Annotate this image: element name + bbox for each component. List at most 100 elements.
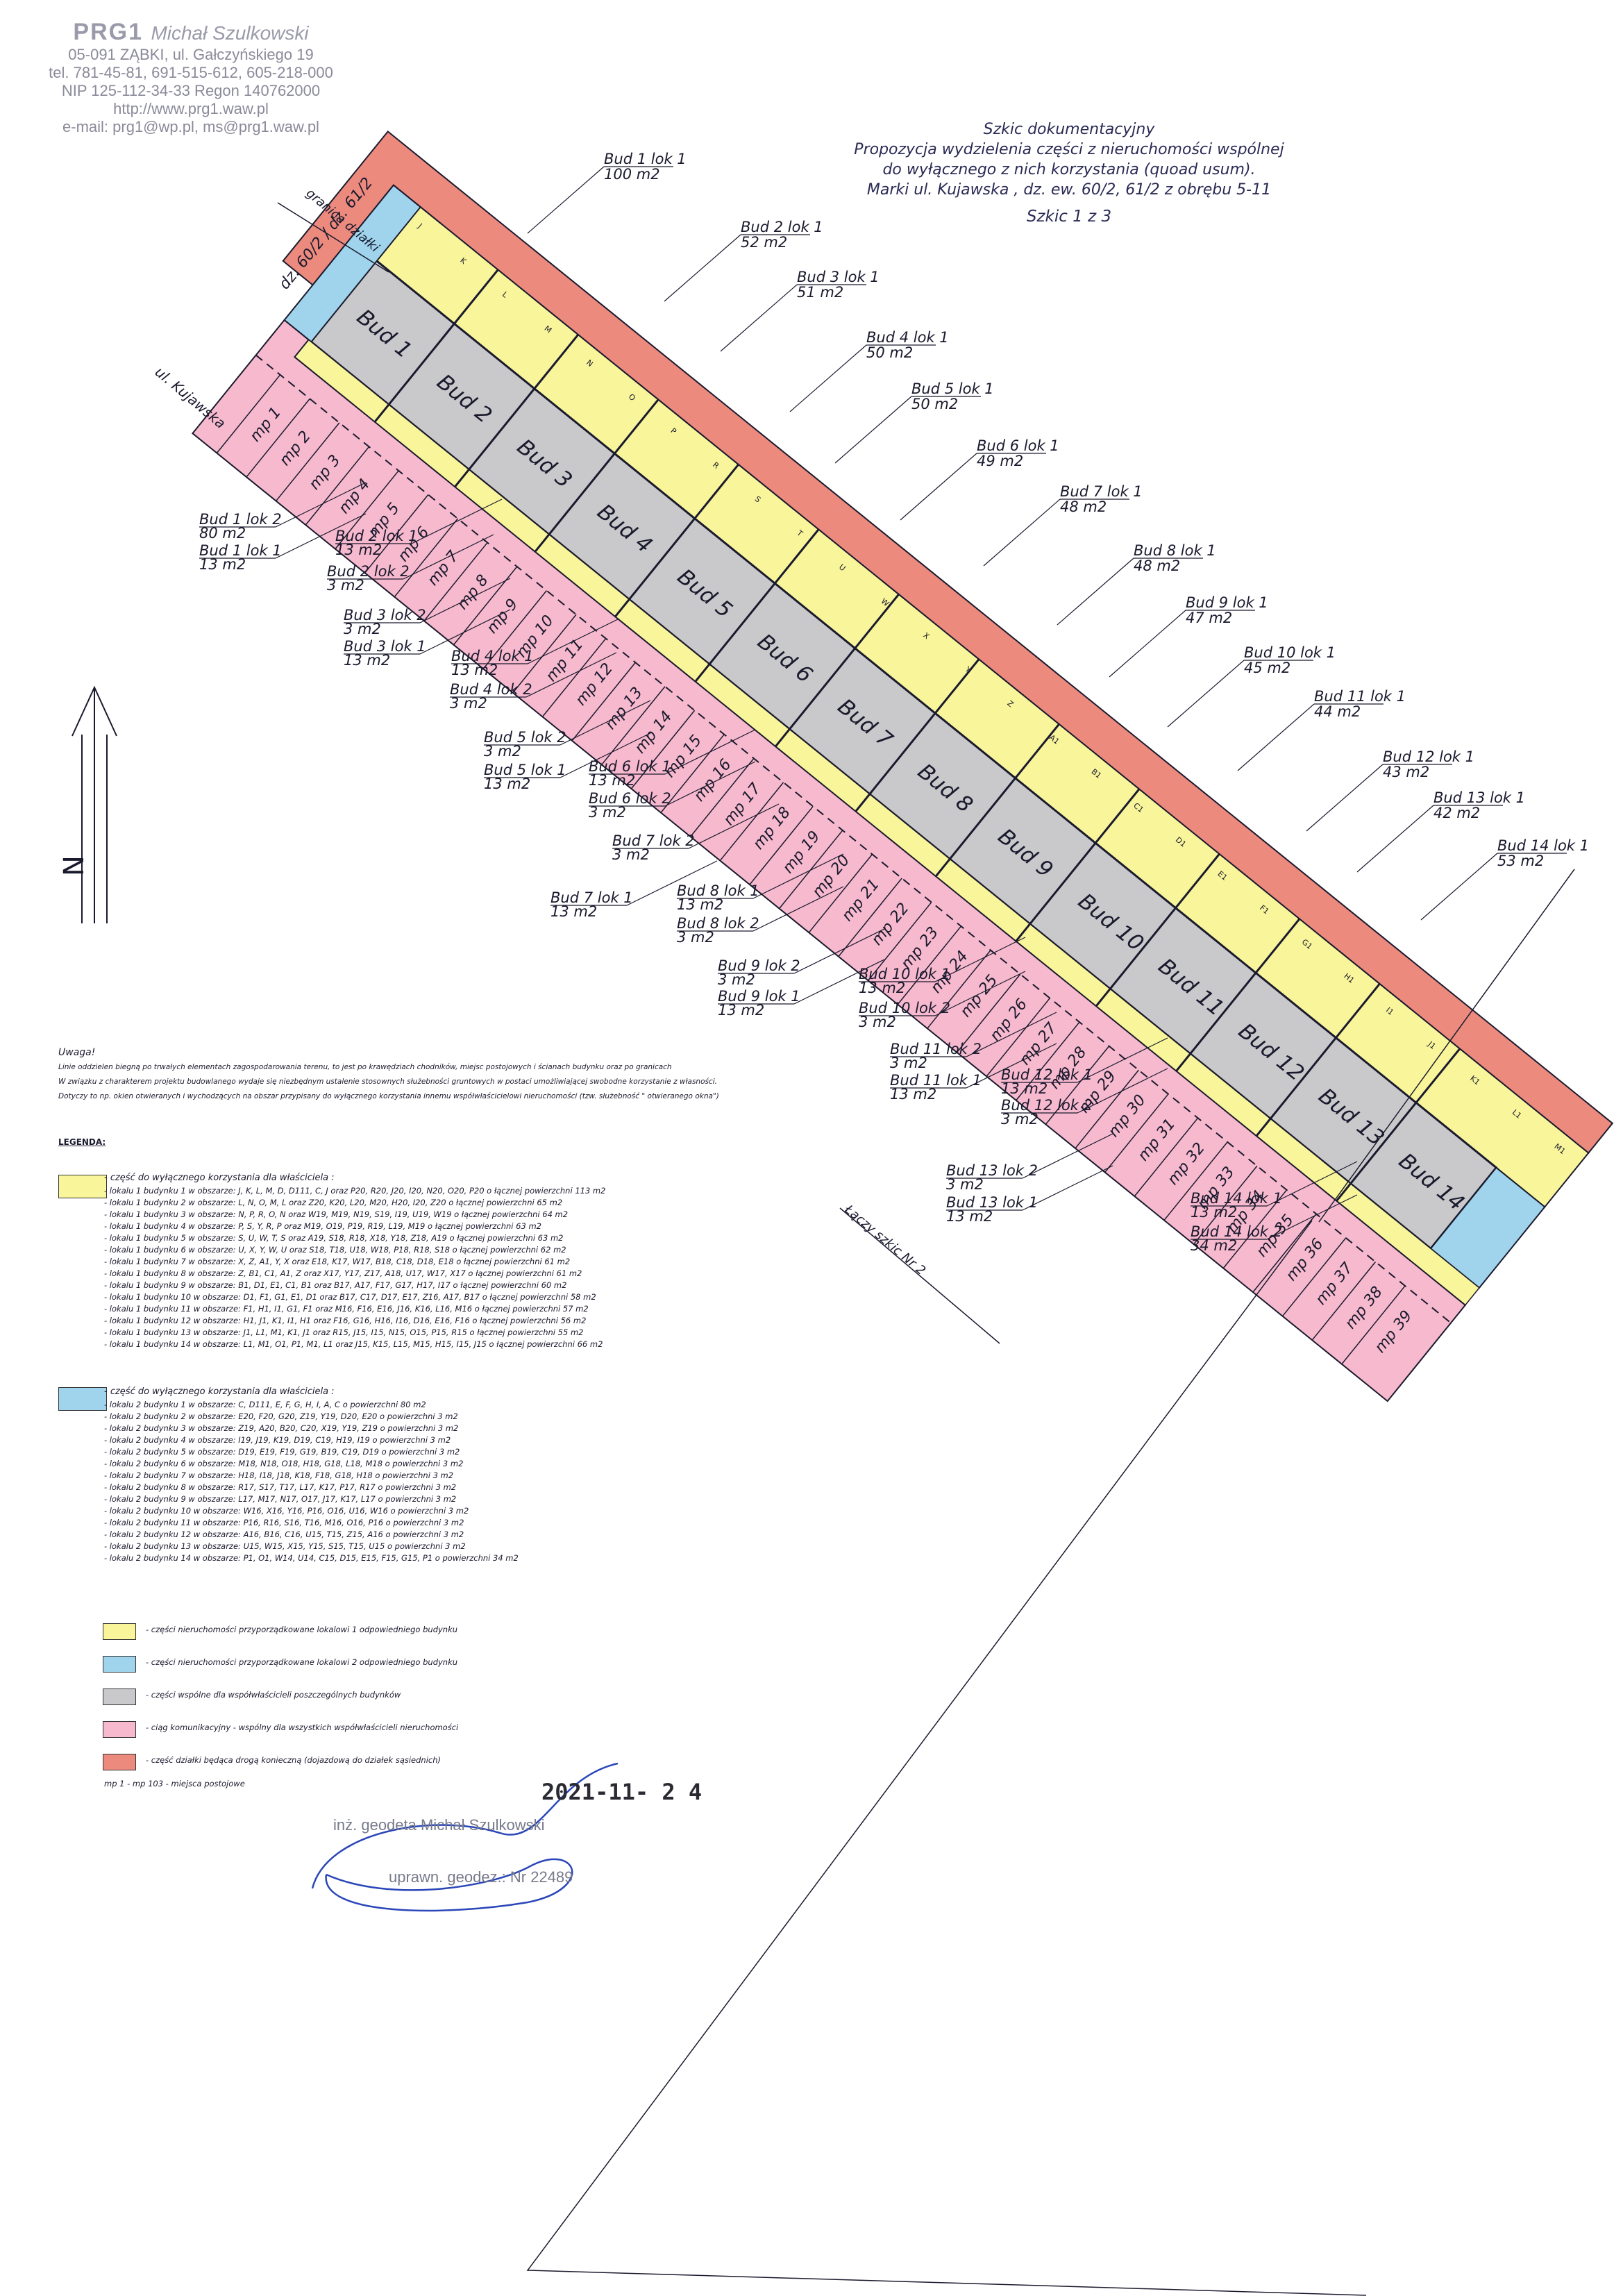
lok-label: Bud 14 lok 1 [1191,1190,1282,1207]
legend-blue-item: - lokalu 2 budynku 3 w obszarze: Z19, A2… [104,1423,459,1433]
continuation-label: Łączy szkic Nr 2 [841,1202,928,1278]
building-divider [855,658,980,812]
parking-divider [1281,1237,1347,1317]
building-divider [1095,853,1220,1007]
legend-blue-item: - lokalu 2 budynku 6 w obszarze: M18, N1… [104,1459,464,1468]
lok-area: 13 m2 [718,1002,764,1019]
building-divider [694,528,820,682]
legend-swatch-access [103,1754,136,1770]
title-line-4: Marki ul. Kujawska , dz. ew. 60/2, 61/2 … [866,181,1272,199]
lok-label: Bud 7 lok 1 [550,889,633,906]
legend-swatch-common [103,1689,136,1705]
point-letter: L1 [1511,1108,1523,1121]
title-line-2: Propozycja wydzielenia części z nierucho… [854,141,1284,158]
parking-divider [571,662,636,741]
building-divider [1336,1048,1461,1202]
lok1-label: Bud 11 lok 1 [1314,688,1406,705]
parking-divider [1045,1046,1110,1125]
parking-divider [541,638,607,717]
legend-blue-item: - lokalu 2 budynku 2 w obszarze: E20, F2… [104,1411,458,1421]
legend-blue-swatch [58,1387,107,1411]
north-label: N [58,855,90,876]
legend-yellow-item: - lokalu 1 budynku 9 w obszarze: B1, D1,… [104,1280,567,1290]
lok-area: 3 m2 [612,846,650,863]
parking-divider [1016,1021,1080,1101]
lok1-area: 49 m2 [977,453,1023,469]
parking-divider [1134,1117,1199,1197]
lok-area: 13 m2 [1001,1080,1048,1097]
parking-divider [1104,1093,1169,1173]
note-heading: Uwaga! [58,1047,96,1058]
lok-area: 13 m2 [589,772,635,789]
legend-blue-item: - lokalu 2 budynku 1 w obszarze: C, D111… [104,1400,426,1409]
lok-label: Bud 8 lok 1 [677,882,759,899]
surveyor-name: inż. geodeta Michał Szulkowski [333,1816,545,1834]
legend-yellow-item: - lokalu 1 budynku 8 w obszarze: Z, B1, … [104,1268,582,1278]
legend-blue-head: - część do wyłącznego korzystania dla wł… [104,1386,335,1397]
building-divider [534,399,659,553]
parking-divider [1163,1141,1228,1221]
point-letter: J [416,221,423,231]
building-divider [1255,983,1381,1137]
lok1-area: 53 m2 [1497,853,1544,869]
lok-label: Bud 11 lok 2 [890,1041,982,1057]
lok-area: 3 m2 [450,695,487,712]
lok-label: Bud 3 lok 1 [344,638,426,655]
lok-area: 3 m2 [718,971,755,988]
legend-blue-item: - lokalu 2 budynku 14 w obszarze: P1, O1… [104,1553,519,1563]
note-block: Uwaga! Linie oddzielen biegną po trwałyc… [58,1046,794,1104]
legend-yellow-item: - lokalu 1 budynku 10 w obszarze: D1, F1… [104,1292,596,1302]
lok-label: Bud 2 lok 1 [335,528,418,544]
lok1-area: 48 m2 [1134,558,1180,574]
lok1-label: Bud 12 lok 1 [1383,748,1474,765]
parking-divider [986,998,1050,1077]
legend-blue-item: - lokalu 2 budynku 13 w obszarze: U15, W… [104,1541,466,1551]
surveyor-licence: uprawn. geodez.: Nr 22489 [389,1868,573,1886]
lok1-area: 51 m2 [797,284,843,301]
lok-area: 3 m2 [946,1176,984,1193]
building-divider [1175,918,1301,1072]
lok-area: 80 m2 [199,525,246,542]
parking-divider [482,590,547,669]
street-label: ul. Kujawska [152,363,229,432]
legend-yellow-list: - część do wyłącznego korzystania dla wł… [104,1172,605,1350]
parcel-boundary [526,1220,1367,2296]
legend-blue-item: - lokalu 2 budynku 8 w obszarze: R17, S1… [104,1482,457,1492]
building-divider [373,269,499,423]
lok-area: 13 m2 [199,556,246,573]
parking-divider [838,878,902,957]
lok-label: Bud 13 lok 1 [946,1194,1038,1211]
parking-divider [216,374,281,453]
lok-label: Bud 14 lok 2 [1191,1223,1282,1240]
company-name: PRG1 [73,19,143,45]
lok-label: Bud 8 lok 2 [677,915,759,932]
lok1-label: Bud 1 lok 1 [604,151,687,167]
company-web: http://www.prg1.waw.pl [113,100,269,117]
parking-divider [660,734,725,813]
title-line-1: Szkic dokumentacyjny [983,121,1155,138]
lok1-area: 52 m2 [741,234,787,251]
parking-divider [335,470,399,550]
lok-label: Bud 6 lok 2 [589,790,671,807]
company-email: e-mail: prg1@wp.pl, ms@prg1.waw.pl [62,118,319,135]
lok-area: 13 m2 [484,776,530,792]
legend-yellow-head: - część do wyłącznego korzystania dla wł… [104,1173,335,1183]
lok-area: 3 m2 [1001,1111,1038,1128]
legend-blue-list: - część do wyłącznego korzystania dla wł… [104,1386,519,1564]
lok1-label: Bud 9 lok 1 [1186,594,1268,611]
building-divider [1015,788,1141,942]
legend-yellow-item: - lokalu 1 budynku 6 w obszarze: U, X, Y… [104,1245,566,1255]
parking-divider [394,518,459,598]
parking-divider [364,494,429,573]
legend-blue-item: - lokalu 2 budynku 10 w obszarze: W16, X… [104,1506,469,1516]
legend-row-road: - ciąg komunikacyjny - wspólny dla wszys… [146,1723,459,1732]
lok-label: Bud 9 lok 2 [718,957,800,974]
lok-label: Bud 1 lok 2 [199,511,282,528]
parking-divider [246,398,310,478]
lok1-label: Bud 13 lok 1 [1433,789,1525,806]
communication-zone [191,319,1467,1402]
lok-area: 13 m2 [550,903,597,920]
parking-divider [956,973,1021,1053]
lok1-area: 100 m2 [604,166,660,183]
